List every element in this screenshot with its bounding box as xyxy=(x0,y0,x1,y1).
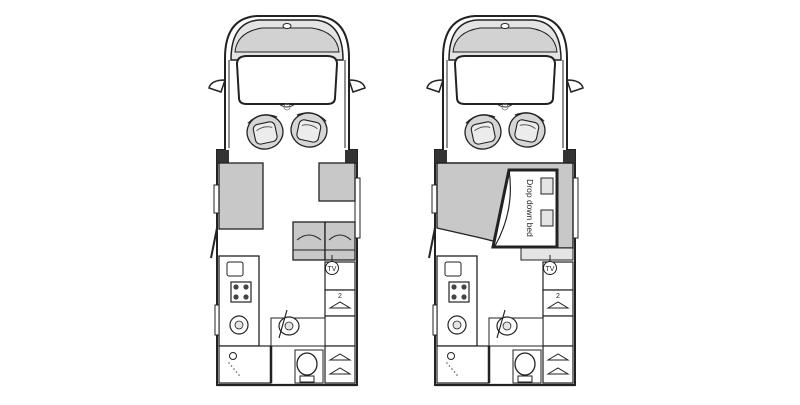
kettle-icon xyxy=(226,261,244,277)
side-sofa xyxy=(218,162,264,230)
shower-head-icon xyxy=(229,352,237,360)
pillar-right xyxy=(345,150,357,164)
mirror-left xyxy=(208,79,227,93)
shower-spray-dot xyxy=(238,374,240,376)
bed-pillow-top xyxy=(540,177,554,195)
hob-burner-4 xyxy=(243,294,249,300)
toilet-cistern xyxy=(299,375,315,383)
toilet-icon xyxy=(514,352,536,376)
shower-spray-dot xyxy=(451,368,453,370)
bed-pillow-bottom xyxy=(540,209,554,227)
wardrobe-lower xyxy=(324,345,356,384)
bed-fold-curve xyxy=(494,169,511,247)
hanger-icon-1 xyxy=(546,301,570,309)
side-window-left xyxy=(213,184,220,214)
cab-header-panel xyxy=(234,27,340,53)
mirror-right xyxy=(347,79,366,93)
sink-drain xyxy=(452,320,462,330)
cabinet-middle xyxy=(324,315,356,347)
washbasin-drain xyxy=(284,321,294,331)
hob-burner-2 xyxy=(243,284,249,290)
shower-spray-dot xyxy=(228,362,230,364)
wardrobe-count: 2 xyxy=(338,293,342,300)
washroom-door xyxy=(496,309,506,339)
hob-burner-3 xyxy=(451,294,457,300)
windscreen xyxy=(235,55,339,105)
door-swing-left xyxy=(210,227,218,259)
side-seat xyxy=(318,162,356,202)
roof-light-icon xyxy=(282,23,292,29)
shower-tray xyxy=(218,345,272,384)
hanger-icon-2 xyxy=(546,353,570,361)
wardrobe-count: 2 xyxy=(556,293,560,300)
shower-spray-dot xyxy=(235,371,238,373)
sink-drain xyxy=(234,320,244,330)
pillar-left xyxy=(435,150,447,164)
roof-light-icon xyxy=(500,23,510,29)
shower-spray-dot xyxy=(456,374,458,376)
door-swing-left xyxy=(428,227,436,259)
mirror-left xyxy=(426,79,445,93)
floorplan-day: TV 2 xyxy=(208,15,366,387)
washroom-door xyxy=(278,309,288,339)
washbasin-drain xyxy=(502,321,512,331)
windscreen xyxy=(453,55,557,105)
kettle-icon xyxy=(444,261,462,277)
sliding-door-right xyxy=(354,177,361,239)
pillar-right xyxy=(563,150,575,164)
toilet-cistern xyxy=(517,375,533,383)
rear-seat-right xyxy=(324,221,356,261)
hob-burner-1 xyxy=(233,284,239,290)
hob-burner-3 xyxy=(233,294,239,300)
seat-strip xyxy=(520,247,574,261)
hob-burner-2 xyxy=(461,284,467,290)
dash-detail xyxy=(278,103,296,108)
toilet-icon xyxy=(296,352,318,376)
cab-header-panel xyxy=(452,27,558,53)
hob-icon xyxy=(230,281,252,303)
hanger-icon-1 xyxy=(328,301,352,309)
cabinet-middle xyxy=(542,315,574,347)
shower-spray-dot xyxy=(448,365,451,367)
shower-spray-dot xyxy=(446,362,448,364)
wardrobe-upper xyxy=(542,289,574,317)
side-window-left xyxy=(431,184,438,214)
dash-detail xyxy=(496,103,514,108)
hob-icon xyxy=(448,281,470,303)
shower-spray-dot xyxy=(230,365,233,367)
wardrobe-upper xyxy=(324,289,356,317)
bed-label: Drop down bed xyxy=(525,179,535,237)
hanger-icon-3 xyxy=(328,367,352,375)
belt-mark-left xyxy=(296,234,322,241)
shower-tray xyxy=(436,345,490,384)
mirror-right xyxy=(565,79,584,93)
sliding-door-right xyxy=(572,177,579,239)
tv-label: TV xyxy=(546,266,555,273)
shower-spray-dot xyxy=(233,368,235,370)
wardrobe-lower xyxy=(542,345,574,384)
dash-knob xyxy=(283,103,291,111)
belt-mark-right xyxy=(328,234,352,241)
hob-burner-4 xyxy=(461,294,467,300)
kitchen-window xyxy=(432,304,438,336)
hob-burner-1 xyxy=(451,284,457,290)
shower-spray-dot xyxy=(453,371,456,373)
hanger-icon-3 xyxy=(546,367,570,375)
dash-knob xyxy=(501,103,509,111)
shower-head-icon xyxy=(447,352,455,360)
kitchen-window xyxy=(214,304,220,336)
tv-label: TV xyxy=(328,266,337,273)
pillar-left xyxy=(217,150,229,164)
rear-seat-left xyxy=(292,221,326,261)
hanger-icon-2 xyxy=(328,353,352,361)
